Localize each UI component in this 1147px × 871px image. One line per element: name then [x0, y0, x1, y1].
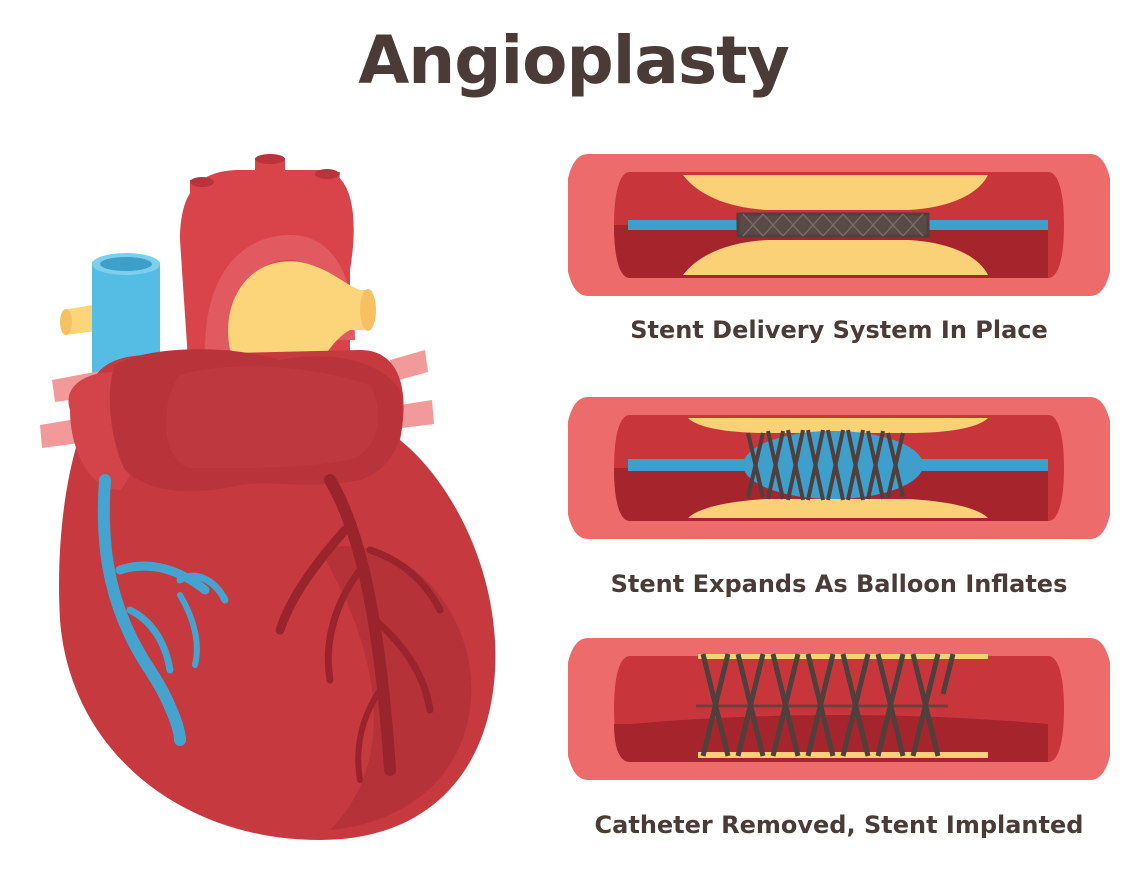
- vessel-panel-step-3: [568, 638, 1110, 780]
- page-title: Angioplasty: [358, 22, 790, 99]
- pulmonary-artery: [228, 261, 370, 380]
- step-2-caption: Stent Expands As Balloon Inflates: [610, 570, 1068, 598]
- heart-illustration: [40, 154, 496, 840]
- vessel-panel-step-2: [568, 397, 1110, 539]
- stent-expanding: [746, 429, 905, 501]
- vessel-panel-step-1: [568, 154, 1110, 296]
- plaque-top: [683, 175, 988, 210]
- step-1-caption: Stent Delivery System In Place: [630, 316, 1048, 344]
- aorta-branch: [255, 158, 285, 190]
- plaque-bottom: [683, 240, 988, 275]
- stent-implanted: [696, 653, 956, 757]
- aorta-branch: [313, 172, 340, 200]
- plaque-top: [688, 418, 988, 433]
- coronary-vein: [97, 474, 186, 746]
- plaque-bottom: [688, 499, 988, 518]
- coronary-artery: [324, 474, 396, 776]
- step-3-caption: Catheter Removed, Stent Implanted: [594, 811, 1084, 839]
